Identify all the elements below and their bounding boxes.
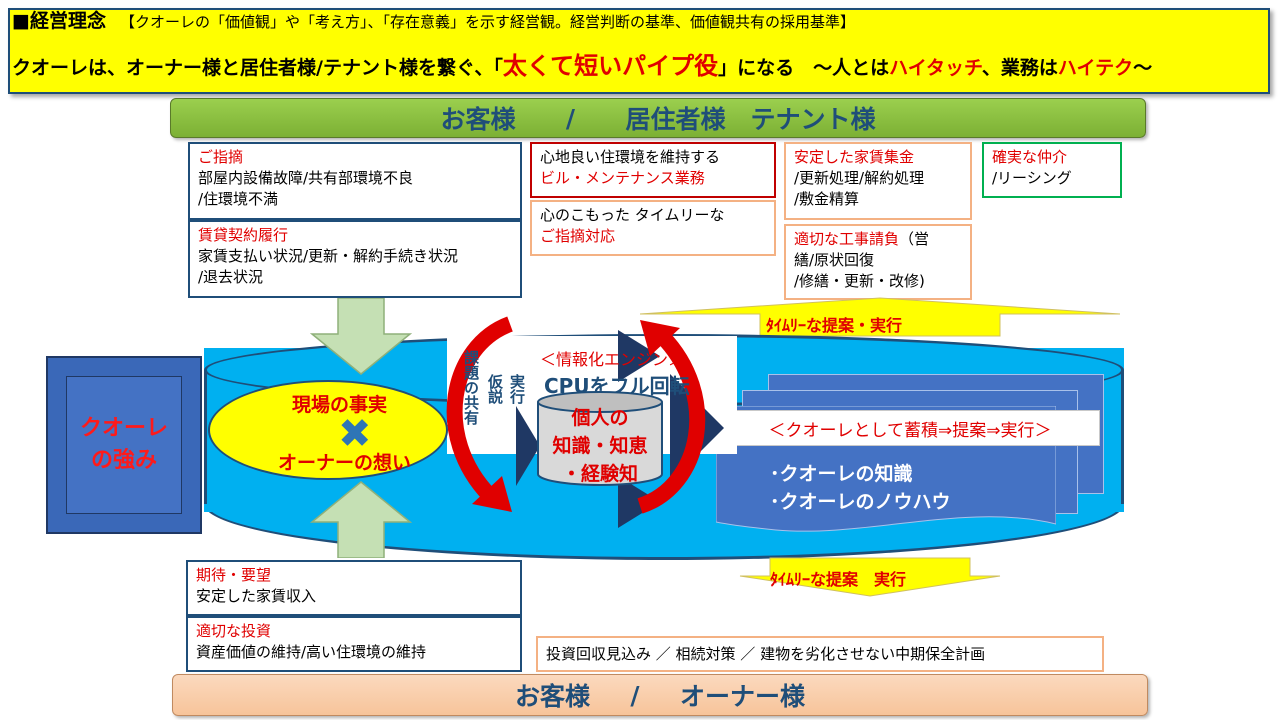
owner-thought: オーナーの想い [278, 452, 412, 474]
strength-label: クオーレ の強み [66, 376, 182, 514]
complaint-title: ご指摘 [198, 148, 244, 166]
broker-line1: /リーシング [992, 169, 1072, 187]
proposal-arrow-down [739, 557, 1001, 597]
knowledge-line1: 個人の [571, 407, 629, 429]
mission-highlight-hightech: ハイテク [1057, 57, 1134, 79]
mission-highlight-thick: 太くて [502, 52, 575, 80]
rent-collection-box: 安定した家賃集金 /更新処理/解約処理 /敷金精算 [784, 142, 972, 220]
tenant-input-arrow [310, 298, 412, 375]
lease-box: 賃貸契約履行 家賃支払い状況/更新・解約手続き状況 /退去状況 [188, 220, 522, 298]
scroll-top-left: お客様 [440, 105, 516, 134]
banner-heading-row: ■経営理念【クオーレの「価値観」や「考え方」、「存在意義」を示す経営観。経営判断… [12, 6, 855, 33]
field-fact: 現場の事実 [292, 394, 388, 416]
lease-title: 賃貸契約履行 [198, 226, 289, 244]
rent-line2: /敷金精算 [794, 190, 860, 208]
works-title: 適切な工事請負 [794, 230, 900, 248]
works-line2: /修繕・更新・改修) [794, 272, 925, 290]
mission-part3: 、業務は [981, 57, 1058, 79]
brokerage-box: 確実な仲介 /リーシング [982, 142, 1122, 198]
building-maintenance-box: 心地良い住環境を維持する ビル・メンテナンス業務 [530, 142, 776, 198]
lease-line2: /退去状況 [198, 268, 264, 286]
knowledge-line3: ・経験知 [561, 463, 638, 485]
env-line1: 心地良い住環境を維持する [540, 148, 721, 166]
cylinder-side-right [1121, 370, 1124, 504]
complaint-line2: /住環境不満 [198, 190, 279, 208]
doc-line2: ･クオーレのノウハウ [770, 491, 951, 513]
customer-tenant-scroll: お客様 / 居住者様 テナント様 [170, 98, 1146, 138]
customer-owner-scroll: お客様 / オーナー様 [172, 674, 1148, 716]
doc-line1: ･クオーレの知識 [770, 463, 913, 485]
investment-box: 適切な投資 資産価値の維持/高い住環境の維持 [186, 616, 522, 672]
strength-line1: クオーレ [79, 416, 168, 441]
proposal-top-label: ﾀｲﾑﾘｰな提案・実行 [766, 316, 903, 335]
knowledge-doc-text: ･クオーレの知識 ･クオーレのノウハウ [770, 460, 951, 516]
knowledge-line2: 知識・知恵 [552, 435, 648, 457]
mission-banner [8, 8, 1270, 94]
env-title: ビル・メンテナンス業務 [540, 169, 705, 187]
invest-line1: 資産価値の維持/高い住環境の維持 [196, 643, 427, 661]
proposal-bottom-label: ﾀｲﾑﾘｰな提案 実行 [770, 570, 907, 589]
rotation-arrows-icon [446, 316, 706, 514]
hypothesis-label: 仮説 [486, 374, 504, 404]
mission-part1: クオーレは、オーナー様と居住者様/テナント様を繋ぐ、「 [12, 57, 503, 79]
mission-part4: ～ [1133, 57, 1153, 79]
complaint-line1: 部屋内設備故障/共有部環境不良 [198, 169, 414, 187]
construction-box: 適切な工事請負（営 繕/原状回復 /修繕・更新・改修) [784, 224, 972, 300]
works-line1: 繕/原状回復 [794, 251, 875, 269]
strength-line2: の強み [90, 448, 157, 473]
banner-subtitle: 【クオーレの「価値観」や「考え方」、「存在意義」を示す経営観。経営判断の基準、価… [119, 13, 855, 31]
cross-icon: ✖ [338, 411, 372, 457]
owner-input-arrow [310, 481, 412, 558]
mission-part2: 」になる ～人とは [718, 57, 890, 79]
scroll-top-right: 居住者様 テナント様 [625, 105, 876, 134]
personal-knowledge: 個人の 知識・知恵 ・経験知 [536, 404, 664, 488]
expect-line1: 安定した家賃収入 [196, 587, 317, 605]
timely-line1: 心のこもった タイムリーな [540, 206, 725, 224]
timely-response-box: 心のこもった タイムリーな ご指摘対応 [530, 200, 776, 256]
issue-sharing-label: 課題の共有 [462, 350, 480, 425]
database-icon [537, 391, 663, 486]
scroll-top-slash: / [565, 103, 576, 133]
expect-title: 期待・要望 [196, 566, 272, 584]
expectation-box: 期待・要望 安定した家賃収入 [186, 560, 522, 616]
rent-line1: /更新処理/解約処理 [794, 169, 925, 187]
lease-line1: 家賃支払い状況/更新・解約手続き状況 [198, 247, 459, 265]
broker-title: 確実な仲介 [992, 148, 1068, 166]
scroll-bottom-right: オーナー様 [680, 682, 806, 711]
execution-label: 実行 [508, 374, 526, 404]
banner-heading: ■経営理念 [12, 10, 106, 32]
scroll-bottom-left: お客様 [514, 682, 590, 711]
accumulate-proposal-execute: ＜クオーレとして蓄積⇒提案⇒実行＞ [720, 410, 1100, 446]
maintenance-plan-box: 投資回収見込み ／ 相続対策 ／ 建物を劣化させない中期保全計画 [536, 636, 1104, 672]
scroll-bottom-slash: / [630, 680, 640, 710]
invest-title: 適切な投資 [196, 622, 272, 640]
mission-highlight-pipe: 短いパイプ役 [574, 52, 719, 80]
works-title-tail: （営 [899, 230, 930, 248]
timely-title: ご指摘対応 [540, 227, 616, 245]
complaint-box: ご指摘 部屋内設備故障/共有部環境不良 /住環境不満 [188, 142, 522, 220]
info-engine-label: ＜情報化エンジン＞ [540, 350, 685, 369]
facts-thoughts-ellipse [208, 380, 448, 480]
plan-line: 投資回収見込み ／ 相続対策 ／ 建物を劣化させない中期保全計画 [546, 644, 986, 663]
engine-chevron-left [516, 406, 540, 486]
rent-title: 安定した家賃集金 [794, 148, 915, 166]
mission-highlight-hightouch: ハイタッチ [889, 57, 982, 79]
proposal-arrow-up [640, 297, 1120, 337]
cylinder-side-left [204, 370, 207, 504]
mission-statement: クオーレは、オーナー様と居住者様/テナント様を繋ぐ、「太くて短いパイプ役」になる… [12, 46, 1152, 81]
